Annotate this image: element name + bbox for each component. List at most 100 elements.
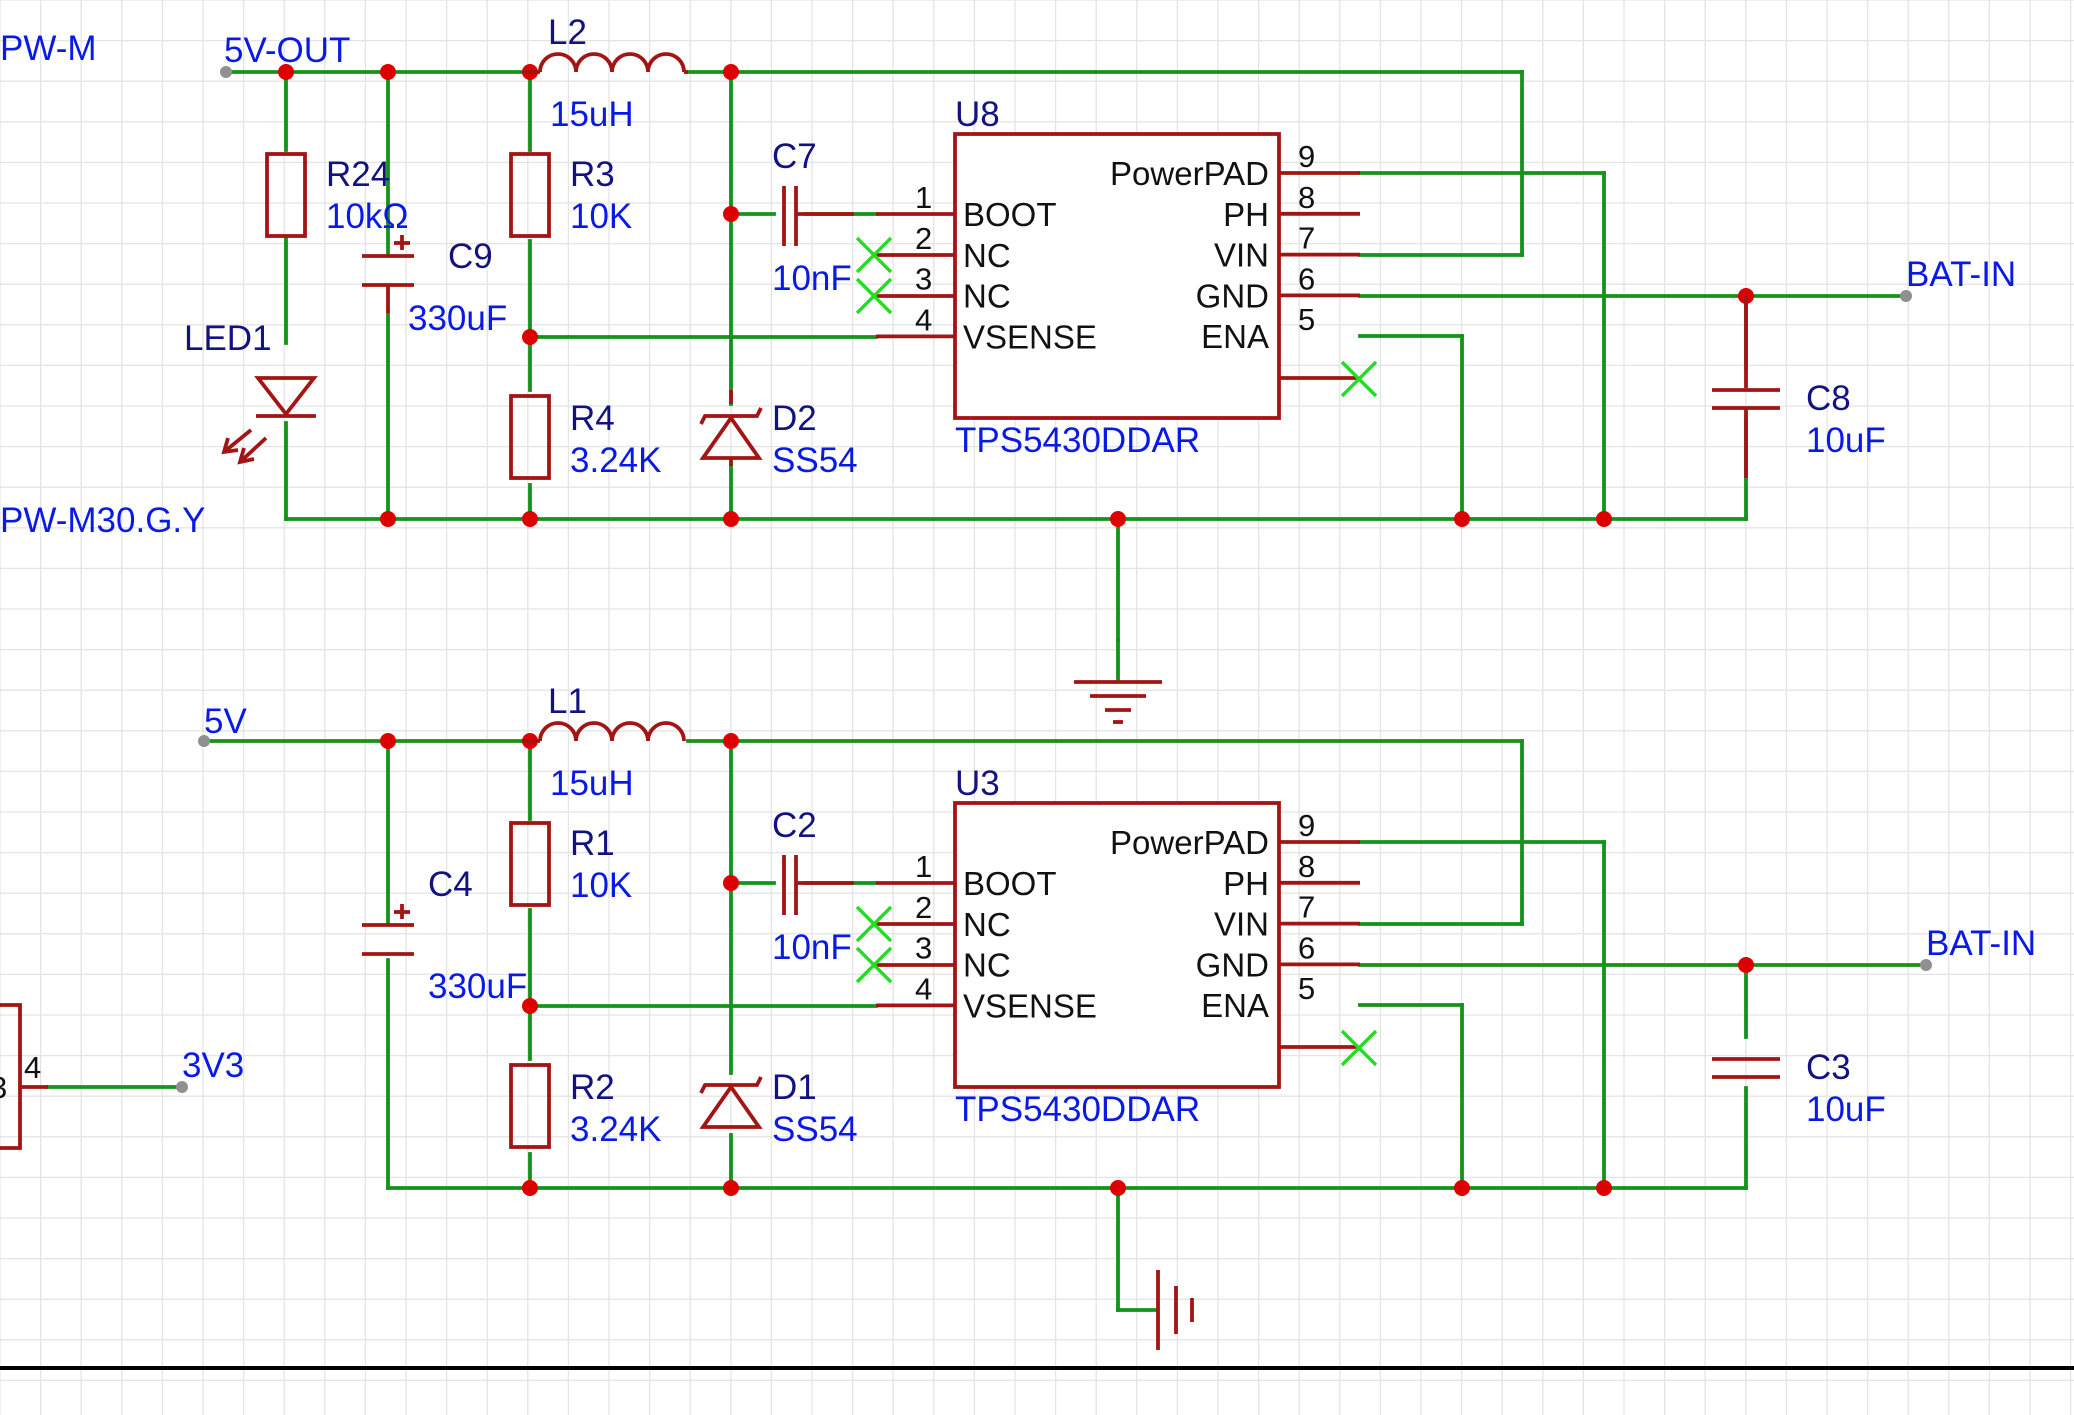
- value-d1: SS54: [772, 1110, 858, 1149]
- u8-pin-3-name: NC: [963, 278, 1011, 315]
- diode-d2[interactable]: [699, 390, 763, 466]
- ref-c8: C8: [1806, 379, 1851, 418]
- net-label-bat-in-top: BAT-IN: [1906, 255, 2016, 294]
- resistor-r1[interactable]: [509, 821, 551, 907]
- junctions-top: [278, 64, 1754, 527]
- u8-pin-1-number: 1: [915, 180, 932, 215]
- u3-pin-6-number: 6: [1298, 930, 1315, 965]
- u8-pin-9-name: PowerPAD: [1110, 155, 1269, 192]
- ref-d2: D2: [772, 399, 817, 438]
- u3-pin-7-name: VIN: [1214, 906, 1269, 943]
- ref-r24: R24: [326, 155, 390, 194]
- value-l1: 15uH: [550, 764, 634, 803]
- u3-pin-9-name: PowerPAD: [1110, 824, 1269, 861]
- resistor-r4[interactable]: [509, 394, 551, 480]
- converter-bottom: 4 3: [0, 682, 2036, 1350]
- port-5v[interactable]: [198, 735, 210, 747]
- ref-r4: R4: [570, 399, 615, 438]
- u8-pin-7-name: VIN: [1214, 237, 1269, 274]
- led-led1[interactable]: [221, 376, 318, 465]
- value-c3: 10uF: [1806, 1090, 1886, 1129]
- u3-pin-8-number: 8: [1298, 849, 1315, 884]
- ref-led1: LED1: [184, 319, 272, 358]
- value-c2: 10nF: [772, 928, 852, 967]
- port-3v3[interactable]: [176, 1081, 188, 1093]
- capacitor-c3[interactable]: [1712, 1057, 1780, 1079]
- port-5v-out[interactable]: [220, 66, 232, 78]
- junctions-bottom: [380, 733, 1754, 1196]
- net-label-5v: 5V: [204, 702, 247, 741]
- u8-pin-8-number: 8: [1298, 180, 1315, 215]
- value-r2: 3.24K: [570, 1110, 661, 1149]
- u3-pin-9-number: 9: [1298, 808, 1315, 843]
- ref-c3: C3: [1806, 1048, 1851, 1087]
- ref-r3: R3: [570, 155, 615, 194]
- u8-pin-3-number: 3: [915, 262, 932, 297]
- ref-l2: L2: [548, 13, 587, 52]
- no-connect-top: [855, 236, 1378, 398]
- u8-pin-4-number: 4: [915, 302, 932, 337]
- u8-pin-4-name: VSENSE: [963, 318, 1097, 355]
- inductor-l2[interactable]: [522, 52, 688, 74]
- u8-pin-1-name: BOOT: [963, 196, 1057, 233]
- ground-symbol-bottom: [1156, 1270, 1194, 1350]
- u3-pin-4-number: 4: [915, 971, 932, 1006]
- ref-d1: D1: [772, 1068, 817, 1107]
- value-r24: 10kΩ: [326, 197, 409, 236]
- net-label-pw-m: PW-M: [0, 29, 97, 68]
- value-r1: 10K: [570, 866, 632, 905]
- no-connect-bottom: [855, 905, 1378, 1067]
- partial-edge-text: 3: [0, 1070, 7, 1105]
- u8-pin-8-name: PH: [1223, 196, 1269, 233]
- inductor-l1[interactable]: [522, 721, 686, 743]
- resistor-r24[interactable]: [265, 152, 307, 238]
- converter-top: 1BOOT2NC3NC4VSENSE9PowerPAD8PH7VIN6GND5E…: [0, 13, 2016, 724]
- ref-l1: L1: [548, 682, 587, 721]
- value-r3: 10K: [570, 197, 632, 236]
- port-bat-in-bottom[interactable]: [1920, 959, 1932, 971]
- u3-pin-2-name: NC: [963, 906, 1011, 943]
- value-c7: 10nF: [772, 259, 852, 298]
- value-d2: SS54: [772, 441, 858, 480]
- u8-pin-5-number: 5: [1298, 302, 1315, 337]
- capacitor-c4[interactable]: [362, 904, 414, 956]
- value-c9: 330uF: [408, 299, 507, 338]
- resistor-r2[interactable]: [509, 1063, 551, 1149]
- diode-d1[interactable]: [699, 1076, 763, 1129]
- value-c8: 10uF: [1806, 421, 1886, 460]
- part-u3: TPS5430DDAR: [955, 1090, 1200, 1129]
- u8-pin-6-name: GND: [1196, 277, 1269, 314]
- u8-pin-2-name: NC: [963, 237, 1011, 274]
- u3-pin-1-number: 1: [915, 849, 932, 884]
- u3-pin-4-name: VSENSE: [963, 987, 1097, 1024]
- ref-c2: C2: [772, 806, 817, 845]
- value-r4: 3.24K: [570, 441, 661, 480]
- port-bat-in-top[interactable]: [1900, 290, 1912, 302]
- resistor-r3[interactable]: [509, 152, 551, 238]
- u3-pin-3-name: NC: [963, 947, 1011, 984]
- capacitor-c8[interactable]: [1712, 296, 1780, 478]
- partial-component-left[interactable]: [0, 1003, 48, 1150]
- capacitor-c2[interactable]: [782, 855, 854, 915]
- u3-pin-1-name: BOOT: [963, 865, 1057, 902]
- value-c4: 330uF: [428, 967, 527, 1006]
- u3-pin-7-number: 7: [1298, 890, 1315, 925]
- net-label-bat-in-bottom: BAT-IN: [1926, 924, 2036, 963]
- u3-pin-2-number: 2: [915, 890, 932, 925]
- u8-pin-6-number: 6: [1298, 261, 1315, 296]
- ref-c4: C4: [428, 865, 473, 904]
- u8-pin-7-number: 7: [1298, 221, 1315, 256]
- value-l2: 15uH: [550, 95, 634, 134]
- wires-bottom: [46, 739, 1928, 1312]
- partial-pin-number: 4: [24, 1050, 41, 1085]
- u8-pin-2-number: 2: [915, 221, 932, 256]
- net-label-pw-m30: PW-M30.G.Y: [0, 501, 206, 540]
- capacitor-c7[interactable]: [782, 186, 854, 246]
- part-u8: TPS5430DDAR: [955, 421, 1200, 460]
- ref-c9: C9: [448, 237, 493, 276]
- capacitor-c9[interactable]: [362, 235, 414, 313]
- net-label-3v3: 3V3: [182, 1046, 244, 1085]
